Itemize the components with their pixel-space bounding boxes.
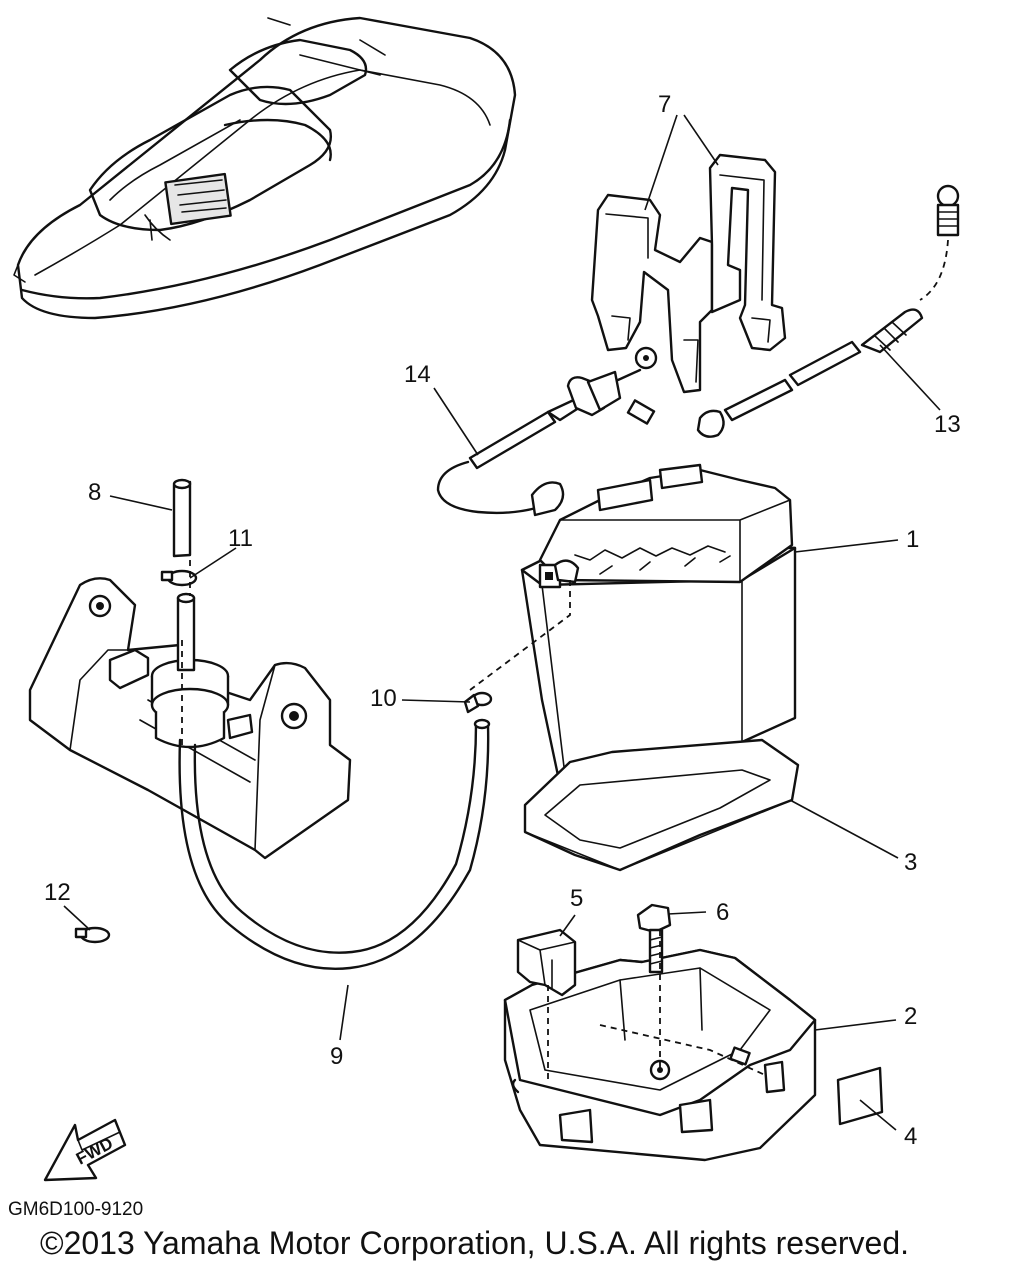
bolt — [636, 903, 672, 974]
battery — [520, 463, 797, 801]
callout-11: 11 — [228, 525, 253, 552]
callout-12: 12 — [44, 879, 71, 906]
callout-3: 3 — [904, 849, 917, 876]
callout-10: 10 — [370, 685, 397, 712]
callout-1: 1 — [906, 526, 919, 553]
fwd-arrow-icon: FWD — [43, 1118, 127, 1182]
callout-2: 2 — [904, 1003, 917, 1030]
callout-8: 8 — [88, 479, 101, 506]
clamp-11 — [160, 569, 198, 587]
diagram-code: GM6D100-9120 — [8, 1199, 143, 1220]
leader-lines — [63, 114, 941, 1131]
battery-mat — [523, 738, 800, 872]
hidden-lines — [181, 560, 766, 1080]
breather-joint — [150, 592, 230, 749]
callout-4: 4 — [904, 1123, 917, 1150]
battery-strap — [590, 193, 714, 394]
clamp-10 — [463, 691, 493, 714]
battery-cable — [436, 346, 658, 517]
callout-7: 7 — [658, 91, 671, 118]
battery-box — [503, 948, 817, 1162]
watercraft-overview — [13, 16, 517, 320]
pipe — [172, 478, 192, 558]
clamp-12 — [74, 926, 111, 944]
callout-5: 5 — [570, 885, 583, 912]
copyright-notice: ©2013 Yamaha Motor Corporation, U.S.A. A… — [40, 1225, 909, 1261]
callout-6: 6 — [716, 899, 729, 926]
pad — [836, 1066, 884, 1126]
breather-hose — [178, 718, 491, 970]
damper — [516, 928, 577, 997]
callout-14: 14 — [404, 361, 431, 388]
callout-13: 13 — [934, 411, 961, 438]
vent-hose — [696, 184, 960, 438]
battery-strap-2 — [708, 153, 787, 352]
callout-9: 9 — [330, 1043, 343, 1070]
